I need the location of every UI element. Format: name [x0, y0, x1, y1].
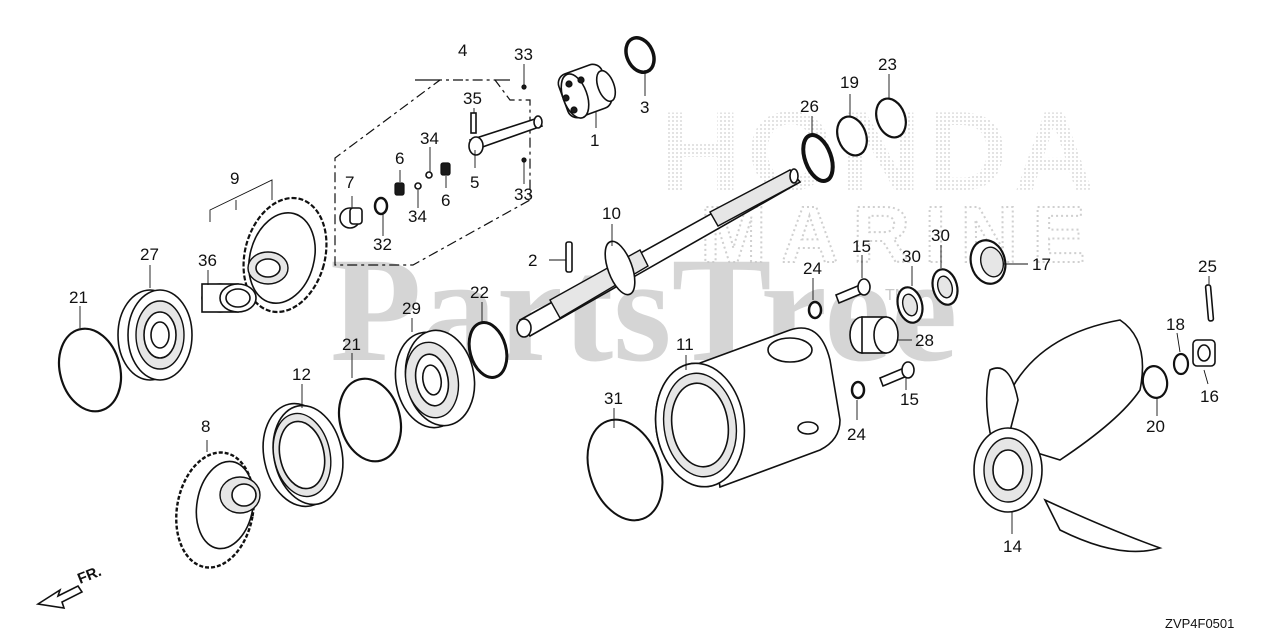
callout-26[interactable]: 26: [800, 97, 819, 116]
part-8-bevel-gear[interactable]: [168, 446, 263, 573]
callout-24a[interactable]: 24: [803, 259, 822, 278]
callout-9[interactable]: 9: [230, 169, 239, 188]
part-28-needle-bearing[interactable]: [849, 316, 899, 354]
part-6-spring-a[interactable]: [394, 182, 405, 196]
part-30-oil-seal-b[interactable]: [929, 267, 961, 308]
part-24-washer-a[interactable]: [807, 300, 823, 320]
part-19-washer[interactable]: [832, 112, 872, 159]
part-14-propeller[interactable]: [973, 319, 1163, 553]
part-16-castle-nut[interactable]: [1192, 339, 1216, 367]
callout-21a[interactable]: 21: [69, 288, 88, 307]
callout-6a[interactable]: 6: [395, 149, 404, 168]
part-31-o-ring[interactable]: [574, 409, 675, 531]
callout-10[interactable]: 10: [602, 204, 621, 223]
part-22-thrust-washer[interactable]: [463, 318, 512, 381]
callout-33b[interactable]: 33: [514, 185, 533, 204]
part-2-pin[interactable]: [565, 241, 573, 273]
callout-27[interactable]: 27: [140, 245, 159, 264]
callout-16[interactable]: 16: [1200, 387, 1219, 406]
callout-11[interactable]: 11: [676, 335, 694, 354]
callout-19[interactable]: 19: [840, 73, 859, 92]
front-direction-arrow: FR.: [35, 563, 104, 609]
part-30-oil-seal-a[interactable]: [894, 285, 926, 326]
callout-8[interactable]: 8: [201, 417, 210, 436]
part-12-bearing-holder[interactable]: [254, 397, 352, 514]
part-21-ring-b[interactable]: [330, 372, 410, 469]
part-36-needle-bearing[interactable]: [201, 283, 257, 313]
callout-30b[interactable]: 30: [931, 226, 950, 245]
part-1-clutch-shifter[interactable]: [556, 62, 619, 122]
part-24-washer-b[interactable]: [850, 380, 866, 400]
callout-30a[interactable]: 30: [902, 247, 921, 266]
part-18-washer[interactable]: [1172, 352, 1190, 376]
callout-22[interactable]: 22: [470, 283, 489, 302]
part-29-ball-bearing[interactable]: [388, 325, 482, 433]
callout-12[interactable]: 12: [292, 365, 311, 384]
watermark-marine: MARINE: [700, 190, 1100, 279]
callout-36[interactable]: 36: [198, 251, 217, 270]
callout-33a[interactable]: 33: [514, 45, 533, 64]
callout-5[interactable]: 5: [470, 173, 479, 192]
part-21-ring-a[interactable]: [50, 322, 130, 419]
callout-4[interactable]: 4: [458, 41, 467, 60]
front-label: FR.: [75, 563, 104, 588]
part-15-bolt-a[interactable]: [834, 278, 871, 305]
part-3-o-ring[interactable]: [621, 33, 660, 77]
callout-7[interactable]: 7: [345, 173, 354, 192]
callout-17[interactable]: 17: [1032, 255, 1051, 274]
part-6-spring-b[interactable]: [440, 162, 451, 176]
part-26-thrust-washer[interactable]: [798, 131, 839, 185]
part-20-spacer[interactable]: [1140, 364, 1169, 400]
part-25-cotter-pin[interactable]: [1204, 284, 1215, 322]
callout-23[interactable]: 23: [878, 55, 897, 74]
part-34-ball-b[interactable]: [425, 171, 433, 179]
part-15-bolt-b[interactable]: [878, 361, 915, 388]
part-35-pin[interactable]: [470, 112, 477, 134]
callout-34b[interactable]: 34: [408, 207, 427, 226]
callout-3[interactable]: 3: [640, 98, 649, 117]
part-33-ball-top[interactable]: [521, 84, 527, 90]
callout-numbers: 1 2 3 4 5 6 6 7 8 9 10 11 12 14 15 15 16…: [69, 41, 1219, 556]
assembly-bracket: [334, 79, 531, 266]
callout-14[interactable]: 14: [1003, 537, 1022, 556]
callout-1[interactable]: 1: [590, 131, 599, 150]
callout-15a[interactable]: 15: [852, 237, 871, 256]
callout-25[interactable]: 25: [1198, 257, 1217, 276]
callout-6b[interactable]: 6: [441, 191, 450, 210]
callout-34a[interactable]: 34: [420, 129, 439, 148]
callout-21b[interactable]: 21: [342, 335, 361, 354]
part-34-ball-a[interactable]: [414, 182, 422, 190]
callout-29[interactable]: 29: [402, 299, 421, 318]
part-33-ball-bottom[interactable]: [521, 157, 527, 163]
part-9-bevel-gear[interactable]: [231, 189, 338, 322]
callout-20[interactable]: 20: [1146, 417, 1165, 436]
part-23-washer[interactable]: [871, 94, 911, 141]
callout-31[interactable]: 31: [604, 389, 623, 408]
callout-28[interactable]: 28: [915, 331, 934, 350]
part-27-ball-bearing[interactable]: [117, 289, 193, 381]
part-32-washer[interactable]: [373, 196, 389, 216]
part-10-propeller-shaft[interactable]: [516, 168, 802, 338]
diagram-code: ZVP4F0501: [1165, 616, 1234, 631]
callout-15b[interactable]: 15: [900, 390, 919, 409]
leader-lines: [79, 64, 1210, 534]
callout-24b[interactable]: 24: [847, 425, 866, 444]
callout-35[interactable]: 35: [463, 89, 482, 108]
part-7-plunger[interactable]: [339, 207, 363, 229]
callout-32[interactable]: 32: [373, 235, 392, 254]
part-5-shift-rod[interactable]: [468, 115, 544, 156]
callout-18[interactable]: 18: [1166, 315, 1185, 334]
callout-2[interactable]: 2: [528, 251, 537, 270]
part-11-gearcase-cap[interactable]: [648, 327, 841, 493]
part-17-thrust-holder[interactable]: [966, 236, 1010, 287]
